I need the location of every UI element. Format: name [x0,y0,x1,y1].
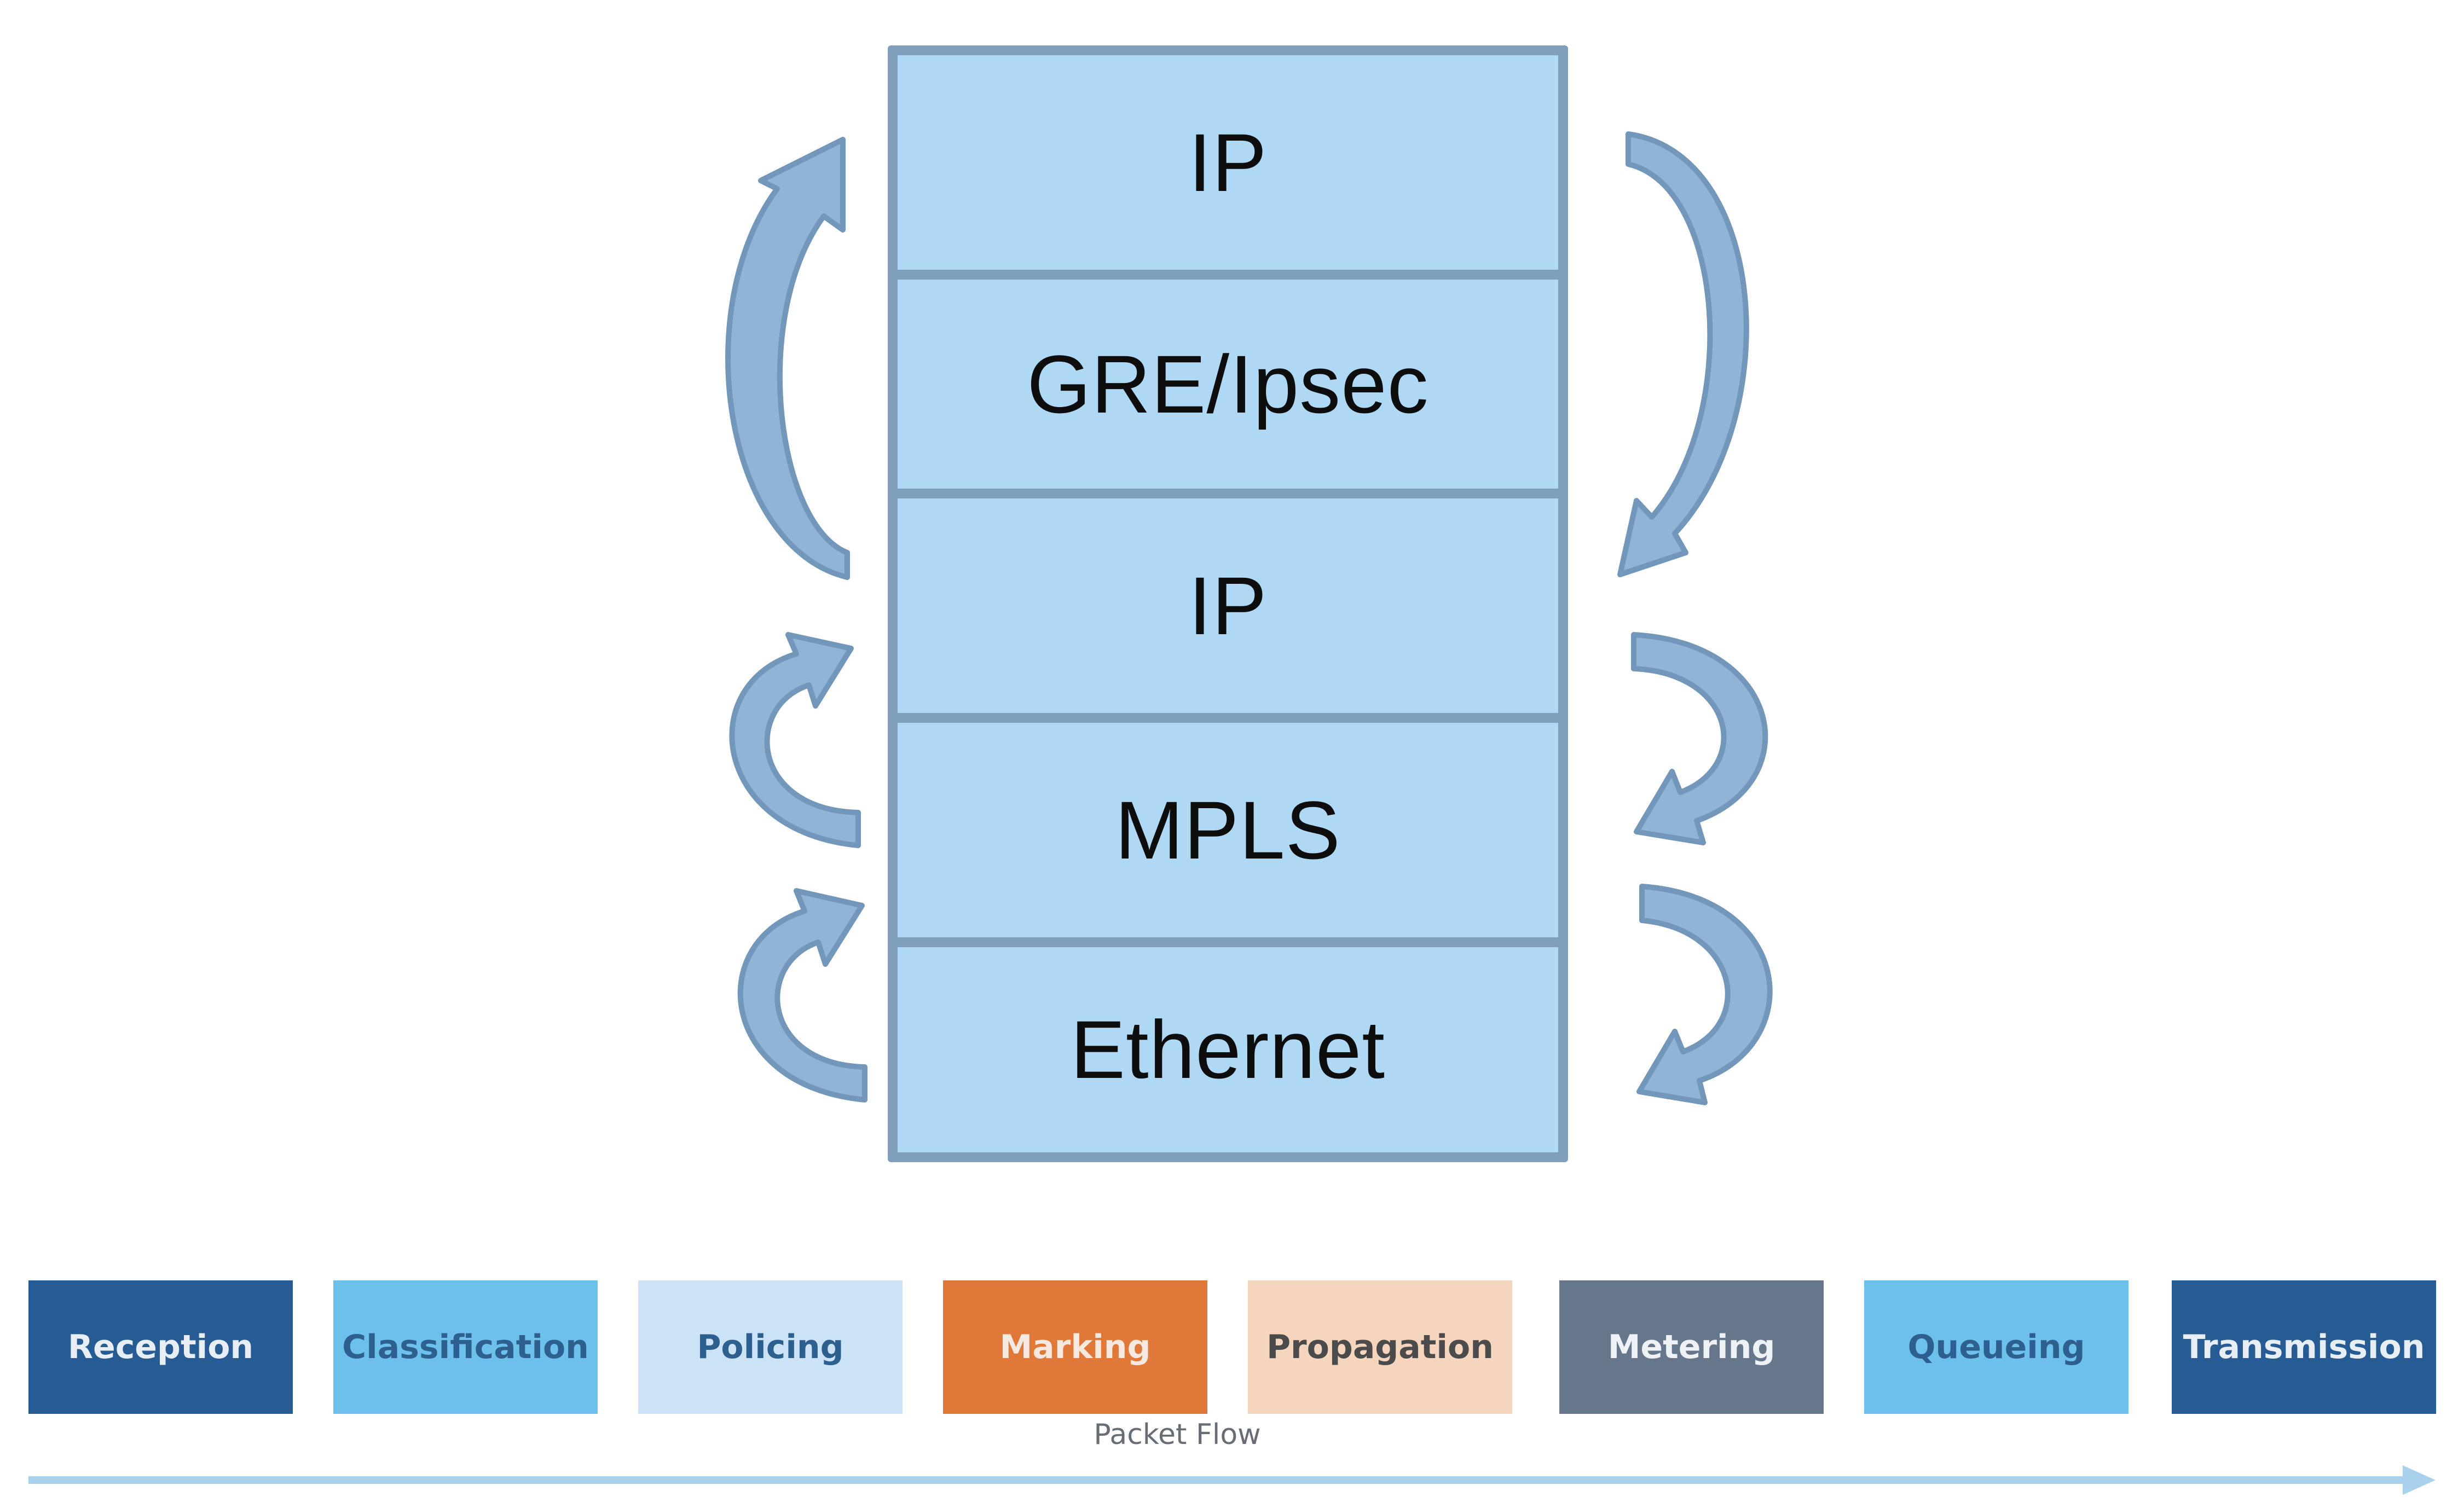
stack-layer-label: Ethernet [1070,1004,1386,1095]
left-arrow-ethernet-to-mpls-icon [737,888,867,1103]
stage-policing: Policing [638,1280,903,1414]
stack-layer-label: MPLS [1115,784,1341,876]
layer-divider [898,937,1558,947]
stage-label: Reception [67,1328,254,1366]
left-arrow-ip-to-ip-icon [725,137,850,580]
stage-propagation: Propagation [1248,1280,1512,1414]
left-arrows-group [725,137,867,1103]
stack-layer-label: IP [1188,559,1268,652]
layer-divider [898,713,1558,723]
layer-divider [898,270,1558,280]
stage-metering: Metering [1559,1280,1824,1414]
packet-flow-label: Packet Flow [1094,1418,1261,1451]
stage-marking: Marking [943,1280,1207,1414]
stage-reception: Reception [28,1280,293,1414]
stack-layer-ip-top: IP [898,55,1558,270]
packet-flow-arrow-icon [28,1465,2436,1495]
stage-label: Metering [1607,1328,1775,1366]
right-arrow-mpls-to-ethernet-icon [1636,884,1773,1105]
stack-layer-mpls: MPLS [898,723,1558,937]
left-arrow-mpls-to-ip-icon [729,632,861,848]
stage-queueing: Queueing [1864,1280,2128,1414]
stage-classification: Classification [333,1280,598,1414]
right-arrow-ip-to-ip-icon [1617,131,1749,577]
stage-label: Classification [342,1328,589,1366]
stage-transmission: Transmission [2172,1280,2436,1414]
stage-label: Marking [999,1328,1151,1366]
stack-layer-label: GRE/Ipsec [1027,338,1429,430]
right-arrows-group [1617,131,1773,1105]
stack-layer-ethernet: Ethernet [898,947,1558,1152]
stage-label: Transmission [2183,1328,2425,1366]
stage-label: Queueing [1907,1328,2085,1366]
stack-layer-gre-ipsec: GRE/Ipsec [898,280,1558,489]
right-arrow-ip-to-mpls-icon [1631,632,1768,845]
stage-label: Policing [697,1328,844,1366]
stack-layer-label: IP [1188,116,1268,208]
stage-label: Propagation [1266,1328,1494,1366]
layer-divider [898,489,1558,498]
protocol-stack: IP GRE/Ipsec IP MPLS Ethernet [888,45,1568,1162]
stack-layer-ip-inner: IP [898,498,1558,713]
